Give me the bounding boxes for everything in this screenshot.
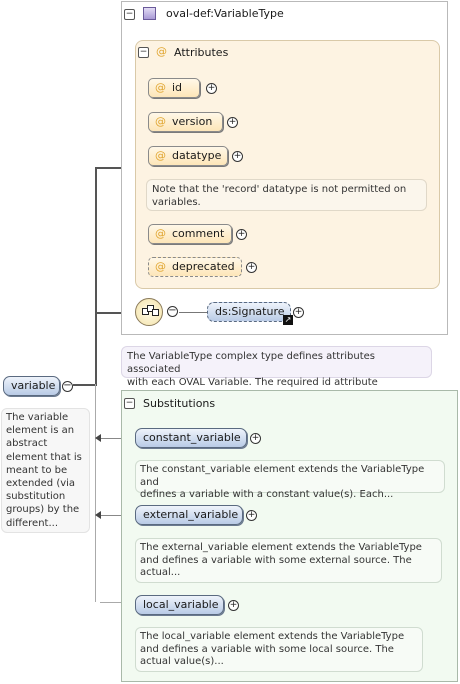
substitution-arrow-1 [100, 438, 135, 439]
complex-type-icon [143, 7, 156, 20]
attribute-label: id [172, 81, 183, 94]
expand-id-icon[interactable]: + [206, 83, 217, 94]
attribute-icon: @ [155, 81, 166, 94]
substitution-connector-vertical [95, 384, 96, 602]
attribute-version[interactable]: @ version [148, 112, 223, 132]
arrow-head-icon [95, 434, 101, 442]
substitution-arrow-3 [100, 602, 135, 603]
local-variable-description: The local_variable element extends the V… [135, 627, 423, 672]
local-variable-element[interactable]: local_variable [135, 595, 224, 615]
attribute-id[interactable]: @ id [148, 78, 200, 98]
sequence-to-signature-line [179, 312, 207, 313]
collapse-variable-icon[interactable]: − [62, 380, 73, 392]
element-label: constant_variable [143, 431, 241, 444]
root-connector-horizontal [73, 384, 96, 386]
attribute-label: deprecated [172, 260, 235, 273]
variable-description: The variable element is an abstract elem… [1, 408, 90, 533]
attribute-icon: @ [155, 227, 166, 240]
expand-signature-icon[interactable]: + [293, 307, 304, 318]
type-description: The VariableType complex type defines at… [121, 346, 432, 401]
constant-variable-description: The constant_variable element extends th… [135, 460, 445, 500]
attribute-comment[interactable]: @ comment [148, 224, 232, 244]
sequence-node [147, 305, 154, 312]
sequence-connector [95, 312, 135, 314]
variable-label: variable [11, 379, 56, 392]
expand-version-icon[interactable]: + [227, 117, 238, 128]
expand-datatype-icon[interactable]: + [232, 151, 243, 162]
expand-comment-icon[interactable]: + [236, 229, 247, 240]
type-title: oval-def:VariableType [166, 7, 284, 20]
expand-constant-variable-icon[interactable]: + [250, 433, 261, 444]
constant-variable-element[interactable]: constant_variable [135, 428, 247, 448]
arrow-head-icon [95, 511, 101, 519]
collapse-attributes-toggle[interactable]: − [138, 47, 149, 58]
attribute-deprecated[interactable]: @ deprecated [148, 257, 242, 277]
expand-deprecated-icon[interactable]: + [246, 262, 257, 273]
expand-external-variable-icon[interactable]: + [246, 510, 257, 521]
main-connector-vertical [95, 168, 97, 386]
element-label: external_variable [143, 508, 239, 521]
substitution-arrow-2 [100, 515, 135, 516]
attribute-icon: @ [155, 260, 166, 273]
attribute-label: datatype [172, 149, 222, 162]
collapse-sequence-icon[interactable]: − [167, 305, 178, 317]
sequence-node [152, 309, 159, 316]
ds-signature-element[interactable]: ds:Signature [207, 302, 291, 322]
external-link-icon[interactable]: ↗ [283, 315, 293, 325]
attribute-label: comment [172, 227, 225, 240]
variable-element[interactable]: variable [3, 376, 60, 396]
attribute-icon: @ [155, 115, 166, 128]
datatype-connector [95, 167, 135, 169]
attribute-icon: @ [155, 149, 166, 162]
attribute-label: version [172, 115, 213, 128]
signature-label: ds:Signature [215, 305, 285, 318]
datatype-note: Note that the 'record' datatype is not p… [146, 179, 427, 211]
external-variable-element[interactable]: external_variable [135, 505, 243, 525]
element-label: local_variable [143, 598, 219, 611]
collapse-type-toggle[interactable]: − [124, 9, 135, 20]
substitutions-title: Substitutions [143, 397, 216, 410]
attribute-datatype[interactable]: @ datatype [148, 146, 228, 166]
sequence-compositor-icon[interactable] [135, 298, 163, 326]
collapse-substitutions-toggle[interactable]: − [124, 398, 135, 409]
expand-local-variable-icon[interactable]: + [228, 600, 239, 611]
external-variable-description: The external_variable element extends th… [135, 538, 442, 583]
attribute-icon: @ [156, 45, 167, 58]
attributes-title: Attributes [174, 46, 229, 59]
